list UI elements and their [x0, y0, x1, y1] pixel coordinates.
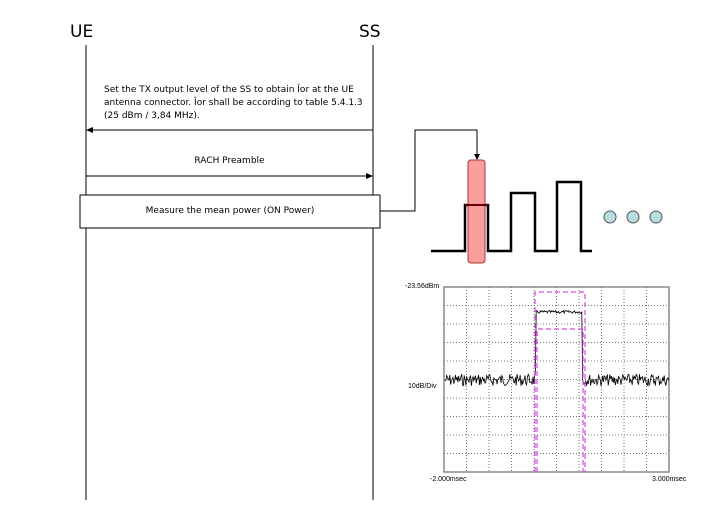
ellipsis-dot-icon: [603, 210, 617, 224]
scale-label: 10dB/Div: [408, 383, 437, 390]
arrowhead-icon: [474, 154, 480, 160]
action-box: [79, 194, 381, 229]
x-start-label: -2.000msec: [430, 476, 467, 483]
connector-line: [380, 129, 478, 212]
ue-label: UE: [70, 22, 94, 42]
ss-label: SS: [359, 22, 381, 42]
lower-mask: [536, 328, 584, 472]
message-1-text: Set the TX output level of the SS to obt…: [104, 85, 363, 121]
upper-mask: [534, 291, 586, 472]
ellipsis-dot-icon: [626, 210, 640, 224]
power-vs-time-plot: [443, 286, 670, 473]
pulse-waveform: [431, 180, 592, 253]
measured-pulse-highlight: [467, 159, 486, 264]
ref-level-label: -23.56dBm: [405, 283, 440, 290]
power-trace: [444, 309, 670, 387]
arrowhead-icon: [86, 127, 93, 133]
arrowhead-icon: [366, 173, 373, 179]
action-box-text: Measure the mean power (ON Power): [145, 206, 315, 216]
message-2-text: RACH Preamble: [194, 156, 265, 166]
x-end-label: 3.000msec: [652, 476, 687, 483]
ellipsis-dot-icon: [649, 210, 663, 224]
